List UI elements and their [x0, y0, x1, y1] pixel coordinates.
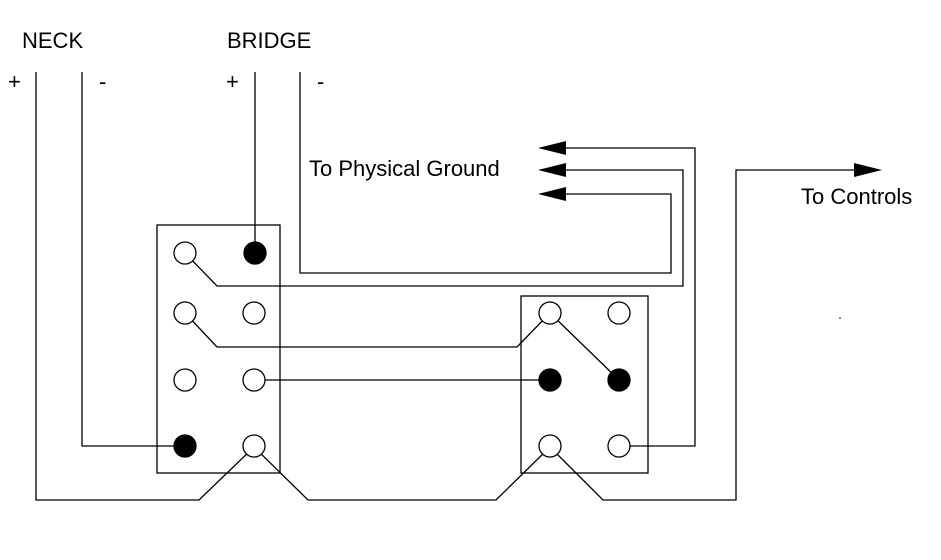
- controls-wire: [549, 169, 856, 501]
- left-switch-terminal: [173, 301, 197, 325]
- bridge-minus-wire: [299, 72, 672, 274]
- bridge-minus-label: -: [317, 69, 324, 94]
- ground-arrow-3: [538, 187, 566, 201]
- neck-label: NECK: [22, 28, 83, 53]
- controls-label: To Controls: [801, 184, 912, 209]
- ground-wire-2: [184, 169, 684, 287]
- right-switch-body: [520, 295, 649, 474]
- ground-wire-1: [564, 147, 696, 447]
- right-switch-terminal: [538, 368, 562, 392]
- left-switch-terminal: [173, 434, 197, 458]
- left-switch-terminal: [242, 301, 266, 325]
- neck-plus-wire: [35, 72, 255, 501]
- controls-arrow: [854, 163, 882, 177]
- bridge-label: BRIDGE: [227, 28, 311, 53]
- left-switch-terminal: [243, 241, 267, 265]
- right-switch-terminal: [607, 434, 631, 458]
- ground-label: To Physical Ground: [309, 156, 500, 181]
- neck-plus-label: +: [8, 69, 21, 94]
- left-switch-terminal: [242, 434, 266, 458]
- ground-arrow-1: [538, 141, 566, 155]
- neck-minus-wire: [81, 72, 185, 447]
- left-switch-terminal: [242, 368, 266, 392]
- left-switch-terminal: [173, 368, 197, 392]
- bottom-loop-wire: [253, 446, 551, 501]
- right-switch-terminal: [538, 301, 562, 325]
- right-switch-terminal: [607, 301, 631, 325]
- right-switch-terminal: [538, 434, 562, 458]
- neck-minus-label: -: [99, 69, 106, 94]
- stray-dot: [839, 317, 841, 319]
- bridge-plus-label: +: [226, 69, 239, 94]
- ground-arrow-2: [538, 163, 566, 177]
- right-switch-terminal: [607, 368, 631, 392]
- right-switch-jumper: [549, 312, 620, 381]
- left-switch-body: [156, 224, 281, 474]
- cross-wire-upper: [184, 312, 551, 348]
- left-switch-terminal: [173, 241, 197, 265]
